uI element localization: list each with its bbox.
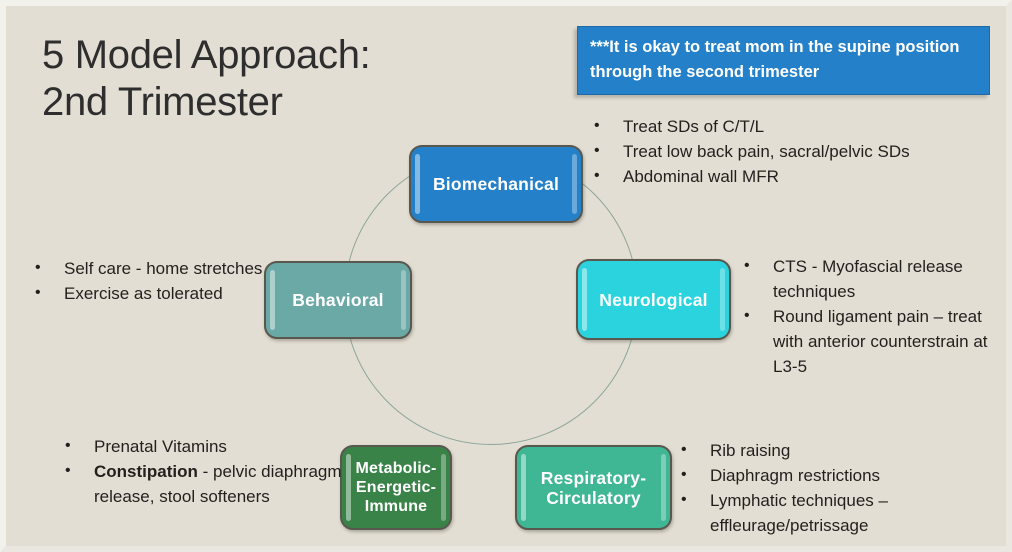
node-gloss-left-icon — [582, 268, 587, 331]
node-gloss-left-icon — [415, 154, 420, 214]
node-label-metabolic-energetic-immune: Metabolic- Energetic- Immune — [355, 460, 437, 515]
node-gloss-right-icon — [720, 268, 725, 331]
list-item: Abdominal wall MFR — [592, 163, 1002, 189]
node-gloss-left-icon — [346, 454, 351, 521]
node-gloss-right-icon — [441, 454, 446, 521]
list-item: CTS - Myofascial release techniques — [742, 253, 1004, 304]
bullet-list-biomechanical: Treat SDs of C/T/LTreat low back pain, s… — [592, 113, 1002, 189]
list-item: Self care - home stretches — [33, 255, 273, 281]
node-biomechanical[interactable]: Biomechanical — [409, 145, 583, 223]
supine-position-callout: ***It is okay to treat mom in the supine… — [577, 26, 990, 95]
bullet-list-behavioral: Self care - home stretchesExercise as to… — [33, 255, 273, 306]
list-item: Treat SDs of C/T/L — [592, 113, 1002, 139]
page-title: 5 Model Approach: 2nd Trimester — [42, 33, 371, 124]
node-label-neurological: Neurological — [599, 289, 708, 310]
list-item: Rib raising — [679, 437, 999, 463]
list-item: Prenatal Vitamins — [63, 433, 343, 459]
slide-canvas: 5 Model Approach: 2nd Trimester ***It is… — [6, 6, 1006, 546]
node-gloss-right-icon — [572, 154, 577, 214]
list-item: Round ligament pain – treat with anterio… — [742, 303, 1004, 379]
bullet-list-neurological: CTS - Myofascial release techniquesRound… — [742, 253, 1004, 379]
node-neurological[interactable]: Neurological — [576, 259, 731, 340]
bullet-list-respiratory-circulatory: Rib raisingDiaphragm restrictionsLymphat… — [679, 437, 999, 538]
node-metabolic-energetic-immune[interactable]: Metabolic- Energetic- Immune — [340, 445, 452, 530]
node-gloss-right-icon — [661, 454, 666, 521]
node-label-behavioral: Behavioral — [292, 290, 384, 310]
node-behavioral[interactable]: Behavioral — [264, 261, 412, 339]
list-item: Treat low back pain, sacral/pelvic SDs — [592, 138, 1002, 164]
list-item: Lymphatic techniques – effleurage/petris… — [679, 487, 999, 538]
node-label-respiratory-circulatory: Respiratory- Circulatory — [540, 467, 647, 508]
node-gloss-right-icon — [401, 270, 406, 330]
list-item: Diaphragm restrictions — [679, 462, 999, 488]
node-respiratory-circulatory[interactable]: Respiratory- Circulatory — [515, 445, 672, 530]
node-label-biomechanical: Biomechanical — [432, 174, 560, 194]
bullet-list-metabolic-energetic-immune: Prenatal VitaminsConstipation - pelvic d… — [63, 433, 343, 509]
list-item: Constipation - pelvic diaphragm release,… — [63, 458, 343, 509]
list-item: Exercise as tolerated — [33, 280, 273, 306]
node-gloss-left-icon — [521, 454, 526, 521]
